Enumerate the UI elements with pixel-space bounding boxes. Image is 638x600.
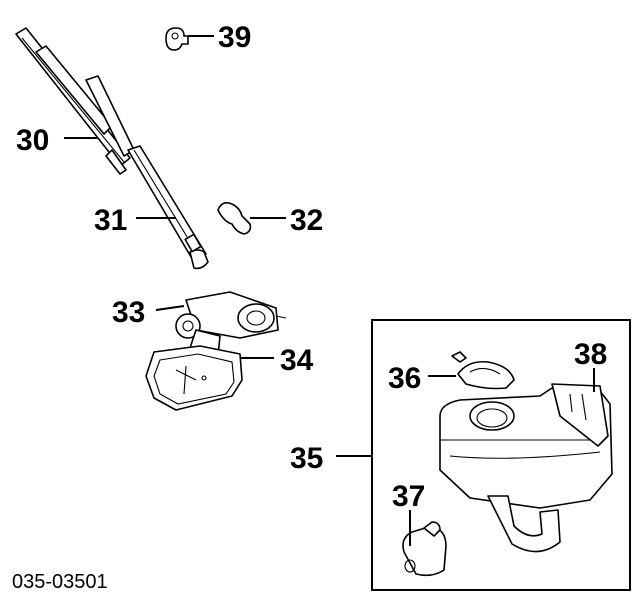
callout-31: 31	[94, 204, 127, 237]
leader-33	[155, 305, 185, 311]
part-39-clip	[165, 27, 189, 51]
part-30-wiper-blade	[15, 27, 131, 175]
part-37-washer-pump	[402, 521, 447, 577]
callout-30: 30	[16, 124, 49, 157]
callout-38: 38	[574, 338, 607, 371]
callout-33: 33	[112, 296, 145, 329]
diagram-code: 035-03501	[12, 571, 108, 593]
part-33-wiper-motor	[175, 291, 287, 361]
part-36-reservoir-cap	[451, 351, 515, 390]
callout-34: 34	[280, 344, 314, 377]
callout-35: 35	[290, 442, 323, 475]
callout-37: 37	[392, 480, 425, 513]
part-32-cap	[217, 202, 252, 235]
part-38-filler-bracket	[551, 383, 609, 447]
callout-32: 32	[290, 204, 323, 237]
callout-39: 39	[218, 21, 251, 54]
callout-36: 36	[388, 362, 421, 395]
part-31-wiper-arm	[85, 75, 209, 270]
part-34-motor-bracket	[145, 345, 243, 411]
